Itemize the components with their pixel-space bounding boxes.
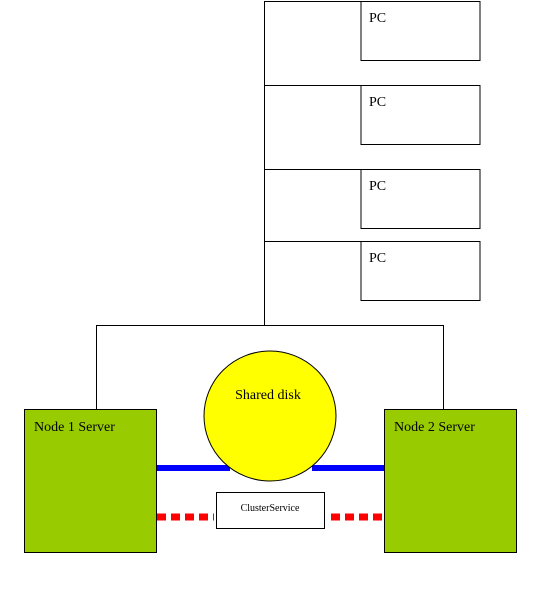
pc-box-4: PC bbox=[360, 241, 481, 301]
network-lines bbox=[96, 1, 444, 409]
pc-box-1: PC bbox=[360, 1, 481, 61]
cluster-service-label: ClusterService bbox=[241, 503, 300, 514]
pc-label: PC bbox=[369, 179, 386, 194]
pc-label: PC bbox=[369, 251, 386, 266]
pc-box-3: PC bbox=[360, 169, 481, 229]
shared-disk: Shared disk bbox=[203, 350, 337, 482]
node1-server-label: Node 1 Server bbox=[34, 420, 115, 435]
pc-label: PC bbox=[369, 11, 386, 26]
node2-server-label: Node 2 Server bbox=[394, 420, 475, 435]
node1-server: Node 1 Server bbox=[24, 409, 157, 553]
cluster-service-box: ClusterService bbox=[216, 492, 325, 529]
node2-server: Node 2 Server bbox=[384, 409, 517, 553]
shared-disk-label: Shared disk bbox=[235, 388, 301, 403]
pc-label: PC bbox=[369, 95, 386, 110]
pc-box-2: PC bbox=[360, 85, 481, 145]
